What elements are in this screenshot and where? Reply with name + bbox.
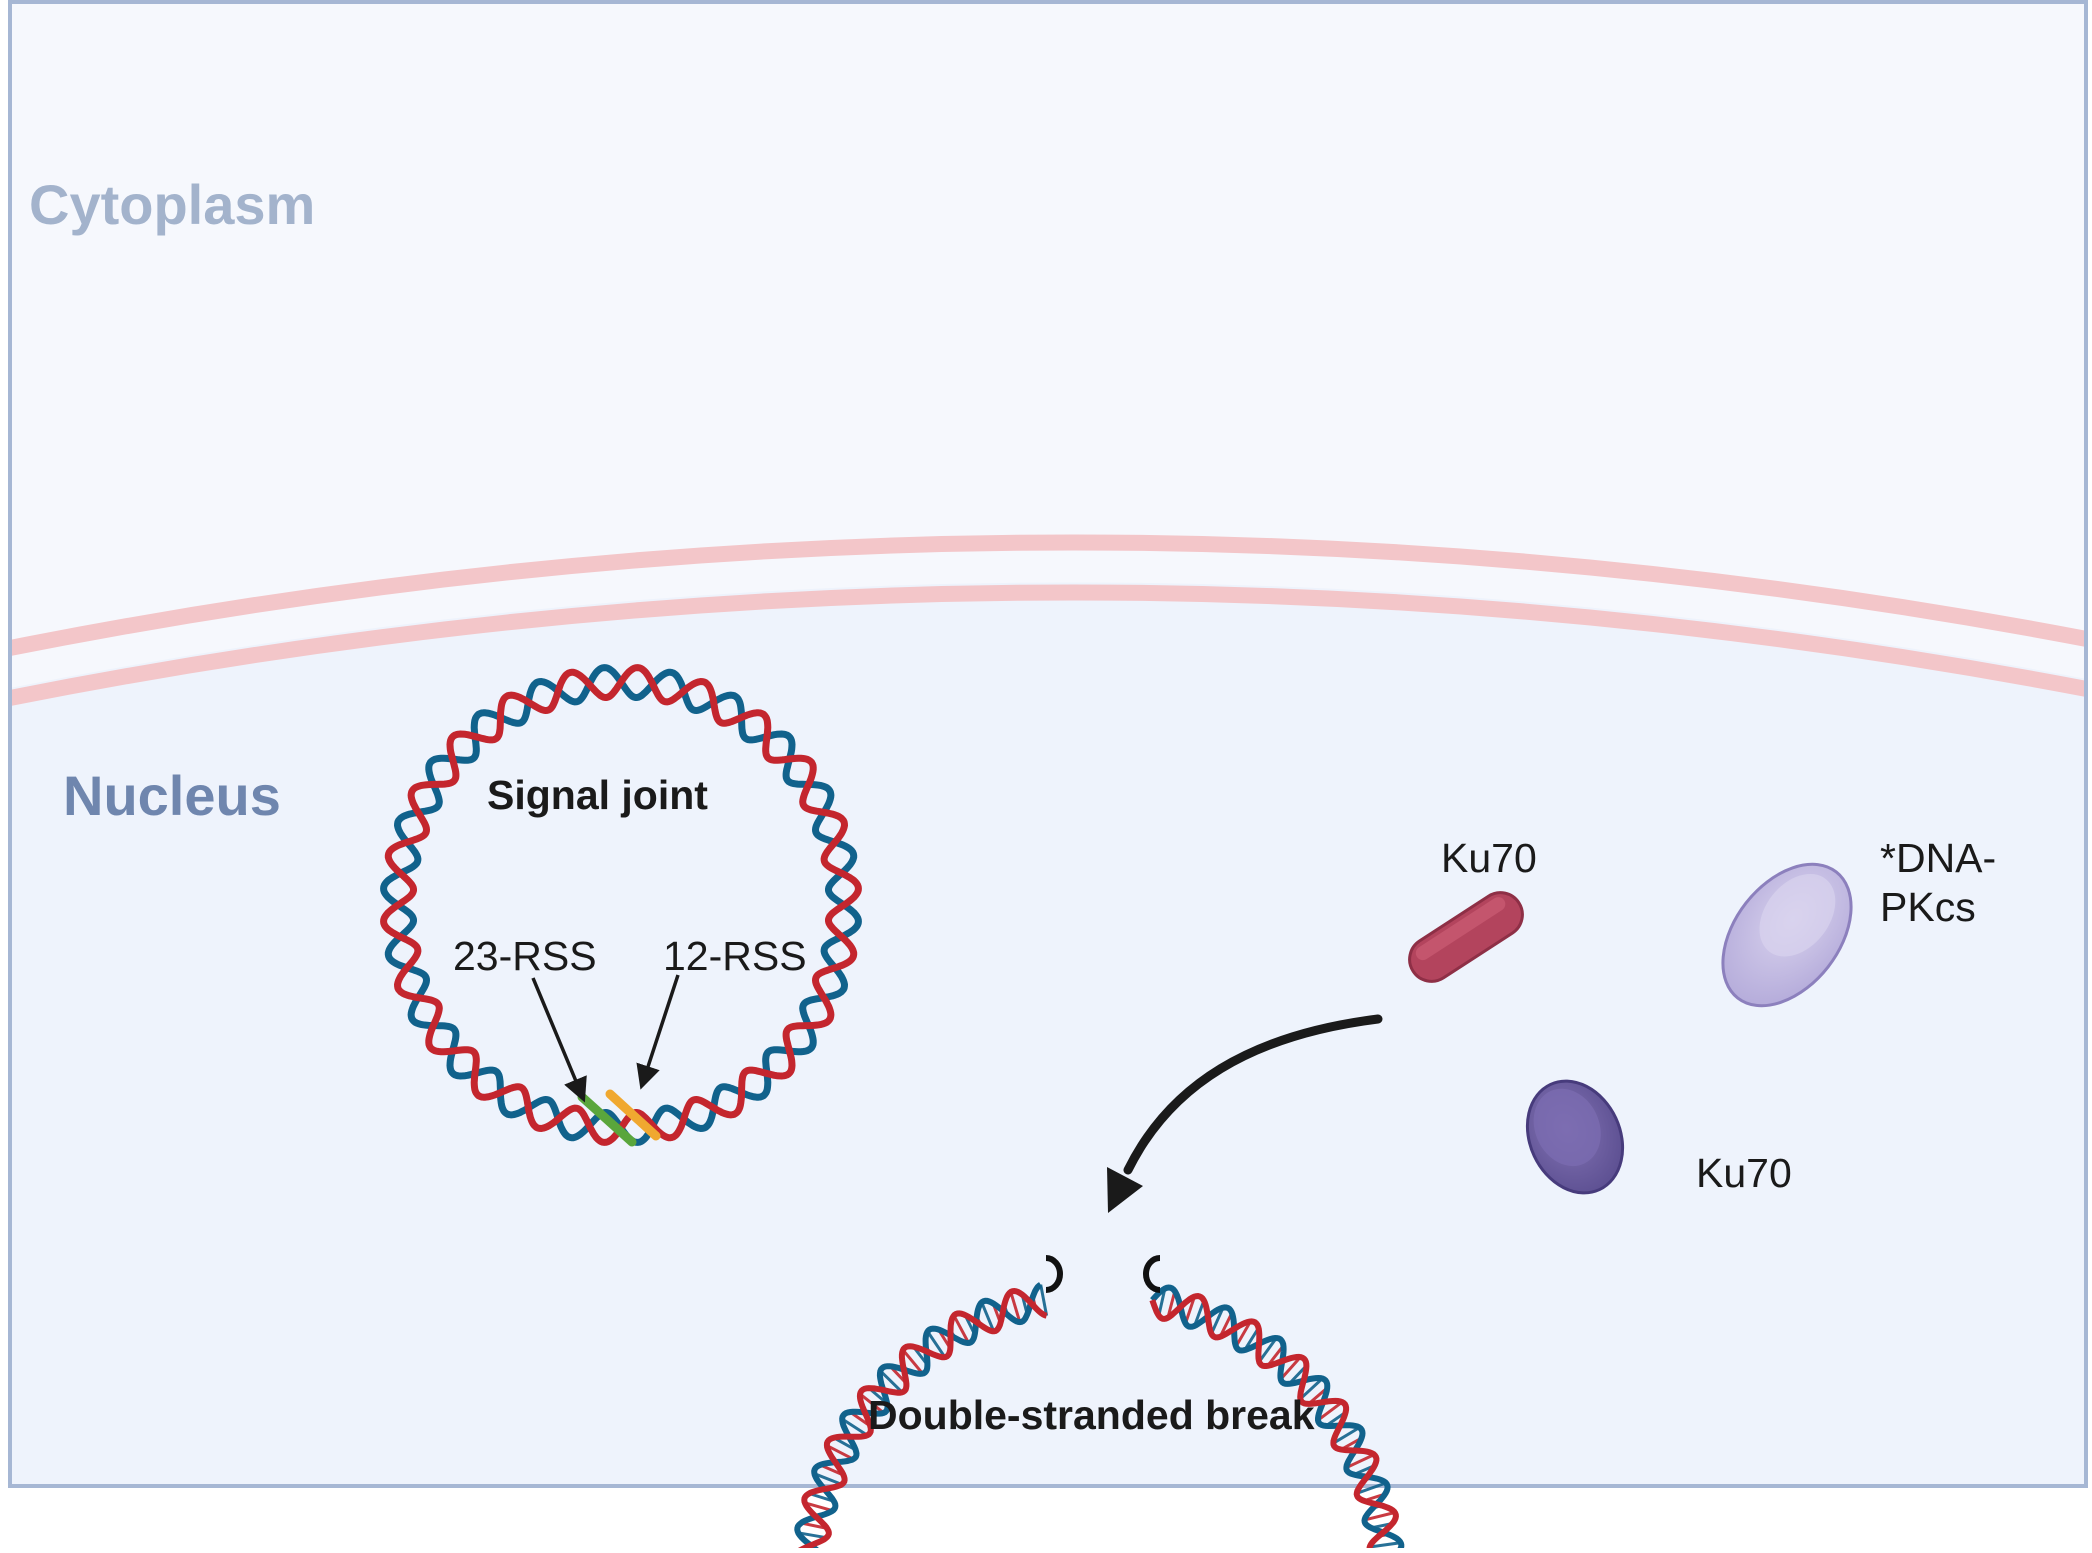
double-stranded-break-label: Double-stranded break: [868, 1392, 1315, 1439]
rss-12-label: 12-RSS: [663, 933, 807, 980]
nucleus-region: [0, 582, 2092, 1490]
signal-joint-label: Signal joint: [487, 772, 708, 819]
nucleus-label: Nucleus: [63, 763, 281, 828]
rss-23-label: 23-RSS: [453, 933, 597, 980]
dna-pkcs-label-line2: PKcs: [1880, 884, 1976, 931]
ku70-top-label: Ku70: [1441, 835, 1537, 882]
ku70-bottom-label: Ku70: [1696, 1150, 1792, 1197]
dna-pkcs-label-line1: *DNA-: [1880, 835, 1996, 882]
cytoplasm-label: Cytoplasm: [29, 172, 315, 237]
